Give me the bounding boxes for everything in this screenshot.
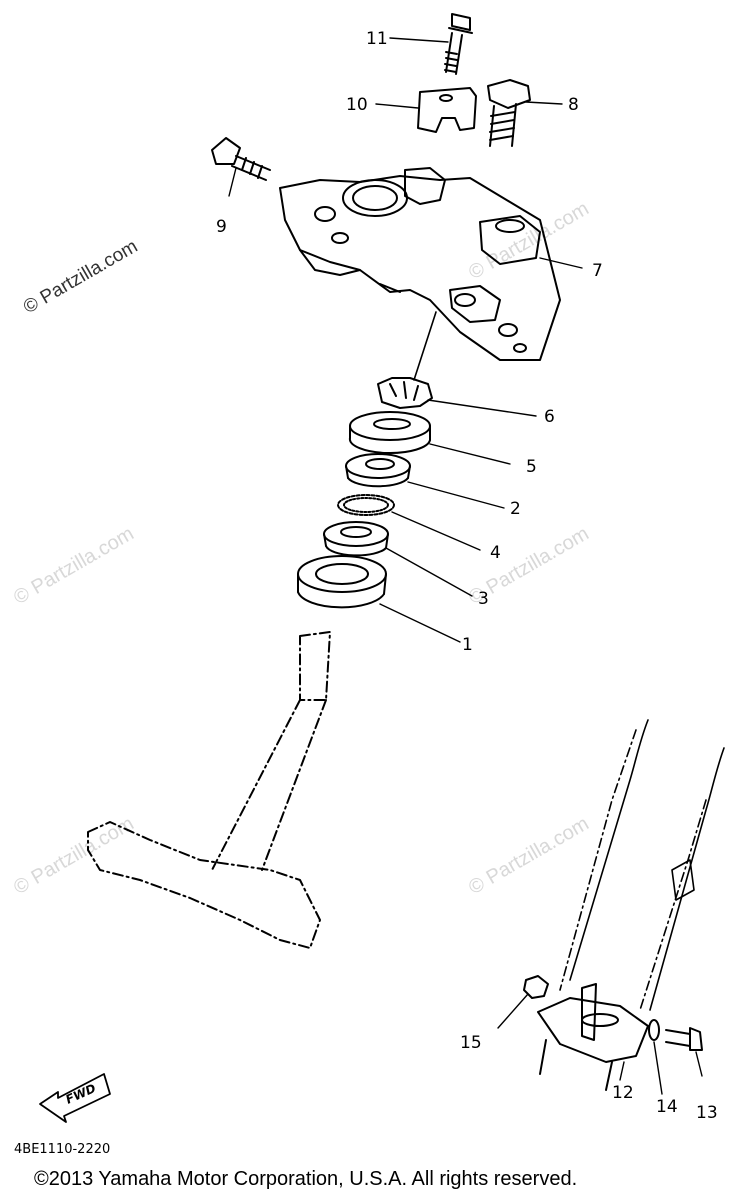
- callout-9: 9: [216, 217, 227, 237]
- part-14-washer: [648, 1019, 660, 1041]
- steering-stem: [87, 631, 331, 949]
- callout-14: 14: [656, 1097, 678, 1117]
- callout-12: 12: [612, 1083, 634, 1103]
- callout-numbers: 11 10 8 9 7 6 5 2 4 3 1 15 12 14 13: [216, 29, 718, 1123]
- callout-4: 4: [490, 543, 501, 563]
- part-6-ring-nut: [377, 377, 433, 409]
- callout-2: 2: [510, 499, 521, 519]
- part-11-bolt: [444, 13, 473, 75]
- callout-5: 5: [526, 457, 537, 477]
- part-8-bolt: [487, 79, 531, 147]
- callout-11: 11: [366, 29, 388, 49]
- part-2-race: [345, 453, 411, 488]
- part-13-screw: [665, 1027, 703, 1051]
- part-3-race: [323, 521, 389, 557]
- callout-13: 13: [696, 1103, 718, 1123]
- part-7-upper-bracket: [279, 167, 561, 361]
- part-4-ball-bearings: [337, 494, 395, 516]
- part-5-cover: [348, 411, 431, 455]
- callout-8: 8: [568, 95, 579, 115]
- copyright-notice: ©2013 Yamaha Motor Corporation, U.S.A. A…: [34, 1168, 578, 1190]
- part-1-seal: [297, 555, 387, 609]
- part-15-nut: [523, 975, 549, 999]
- callout-10: 10: [346, 95, 368, 115]
- callout-1: 1: [462, 635, 473, 655]
- fwd-arrow-icon: [39, 1073, 111, 1123]
- part-9-bolt: [211, 137, 271, 181]
- callout-15: 15: [460, 1033, 482, 1053]
- callout-6: 6: [544, 407, 555, 427]
- part-12-cable-guide: [537, 983, 649, 1091]
- callout-3: 3: [478, 589, 489, 609]
- fork-tubes: [559, 719, 725, 1011]
- callout-7: 7: [592, 261, 603, 281]
- leader-lines: [228, 37, 703, 1095]
- part-10-clamp-cap: [417, 87, 477, 133]
- part-code: 4BE1110-2220: [14, 1142, 111, 1157]
